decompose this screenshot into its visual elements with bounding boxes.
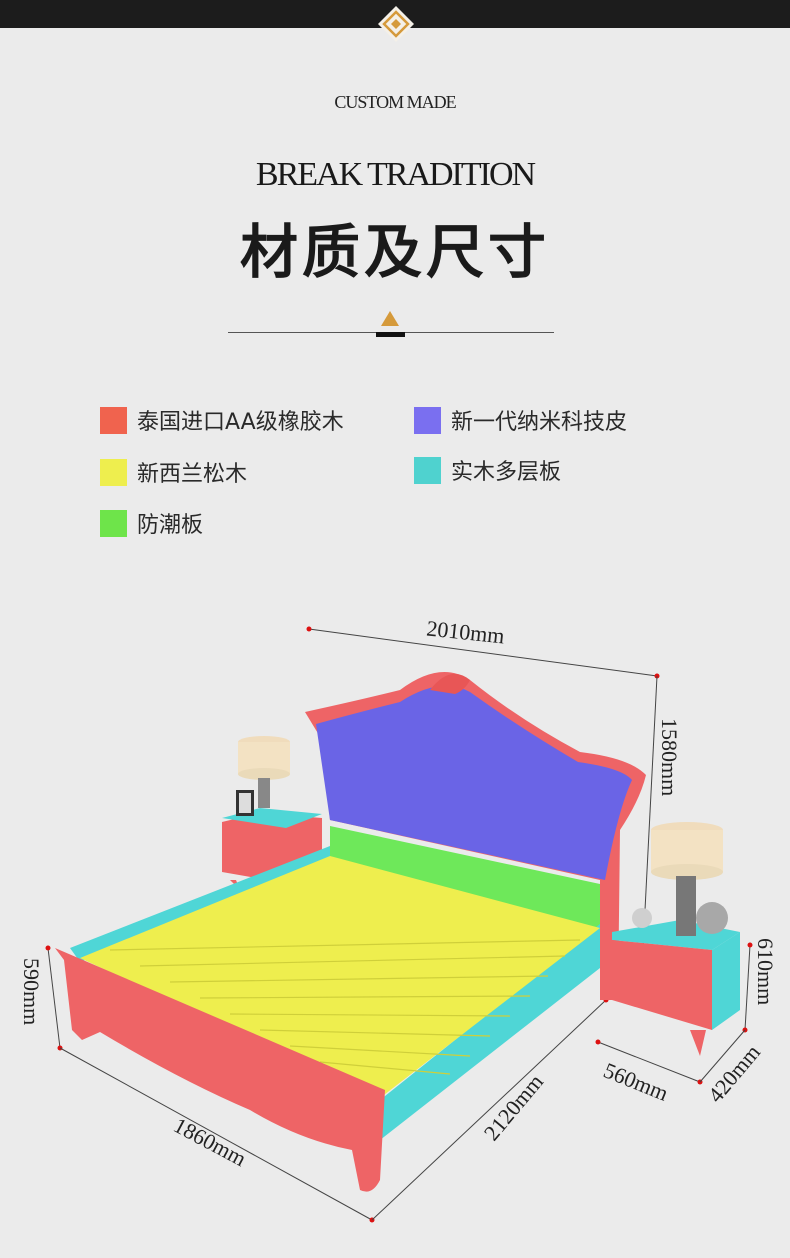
right-nightstand xyxy=(612,920,740,1056)
dim-footboard-height: 590mm xyxy=(19,958,44,1025)
green-swatch-icon xyxy=(100,509,127,537)
page-title: 材质及尺寸 xyxy=(239,218,550,286)
red-swatch-icon xyxy=(100,406,127,434)
headboard xyxy=(305,672,646,1000)
purple-swatch-icon xyxy=(414,406,441,434)
dim-headboard-height: 1580mm xyxy=(657,718,682,796)
legend-label: 新西兰松木 xyxy=(137,462,248,487)
yellow-swatch-icon xyxy=(100,458,127,486)
headline: BREAK TRADITION xyxy=(255,156,536,193)
legend-label: 实木多层板 xyxy=(451,460,562,485)
dim-nightstand-width: 560mm xyxy=(600,1057,672,1105)
right-lamp xyxy=(632,822,728,936)
bed-illustration: 2010mm 1580mm 590mm 1860mm 2120mm 610mm … xyxy=(19,615,778,1223)
dim-rail-length: 2120mm xyxy=(479,1069,548,1145)
legend-label: 防潮板 xyxy=(137,513,204,538)
legend-item-pine: 新西兰松木 xyxy=(100,457,247,487)
legend-item-rubberwood: 泰国进口AA级橡胶木 xyxy=(100,405,344,435)
dim-nightstand-height: 610mm xyxy=(753,938,778,1005)
legend-label: 新一代纳米科技皮 xyxy=(451,410,628,435)
legend-item-moisture-board: 防潮板 xyxy=(100,508,203,538)
triangle-icon xyxy=(381,311,399,326)
diamond-badge-icon xyxy=(373,2,419,42)
footboard xyxy=(55,948,385,1192)
divider-block xyxy=(376,332,405,337)
dim-nightstand-depth: 420mm xyxy=(703,1040,765,1108)
legend-label: 泰国进口AA级橡胶木 xyxy=(137,410,344,435)
left-lamp xyxy=(236,736,290,816)
dim-bed-width: 1860mm xyxy=(170,1112,251,1171)
dim-bed-length: 2010mm xyxy=(425,615,505,648)
legend-item-plywood: 实木多层板 xyxy=(414,455,561,485)
legend-item-nano-leather: 新一代纳米科技皮 xyxy=(414,405,627,435)
cyan-swatch-icon xyxy=(414,456,441,484)
tagline: CUSTOM MADE xyxy=(334,92,456,112)
